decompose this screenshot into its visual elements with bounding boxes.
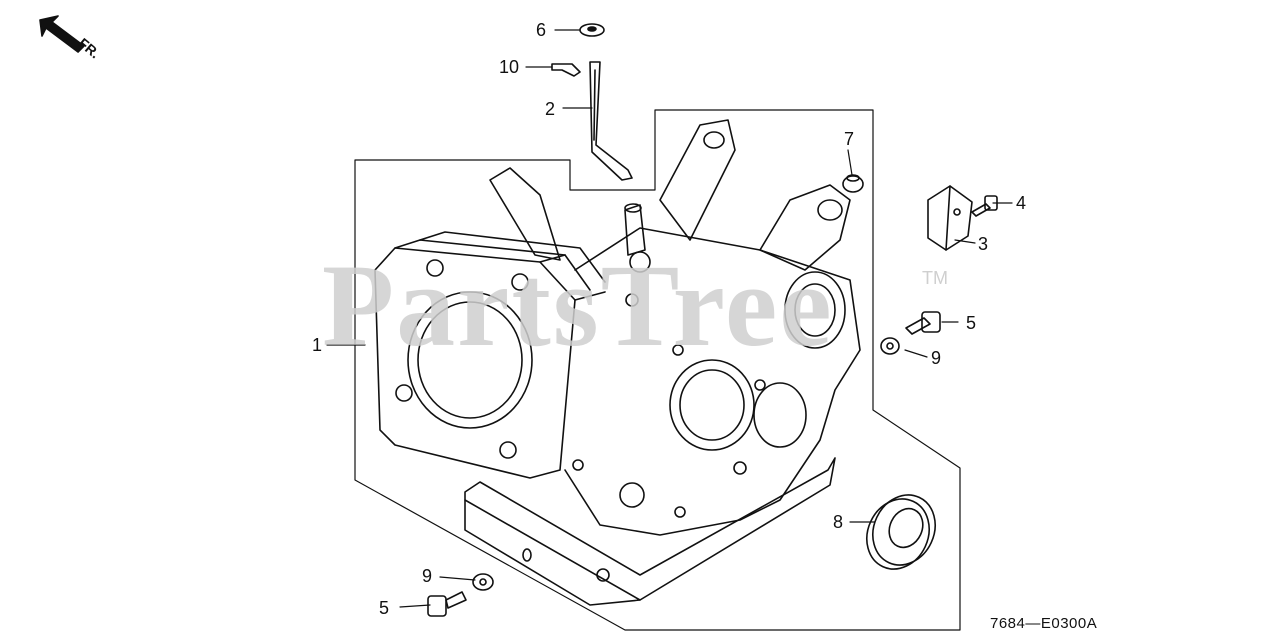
callout-4[interactable]: 4 (1016, 193, 1027, 213)
watermark-trademark: TM (922, 268, 948, 288)
part-5-bolt-upper (905, 311, 941, 335)
part-6-nut (579, 23, 605, 37)
callout-1[interactable]: 1 (312, 335, 323, 355)
part-7-plug (842, 174, 864, 193)
callout-5-lower[interactable]: 5 (379, 598, 390, 618)
part-3-bracket (927, 185, 973, 251)
drawing-code: 7684—E0300A (990, 615, 1098, 632)
part-2-rod (589, 61, 633, 181)
callout-2[interactable]: 2 (545, 99, 556, 119)
callout-3[interactable]: 3 (978, 234, 989, 254)
part-4-bolt (971, 195, 998, 217)
leader-lines (326, 29, 1013, 608)
callout-8[interactable]: 8 (833, 512, 844, 532)
callout-9-upper[interactable]: 9 (931, 348, 942, 368)
callout-7[interactable]: 7 (844, 129, 855, 149)
part-9-washer-upper (880, 337, 900, 355)
part-8-oil-seal (866, 494, 936, 570)
callout-5-upper[interactable]: 5 (966, 313, 977, 333)
part-1-crankcase (374, 119, 861, 606)
front-direction-arrow-icon (39, 15, 85, 53)
callout-10[interactable]: 10 (499, 57, 520, 77)
assembly-bracket-line (354, 109, 961, 631)
callout-9-lower[interactable]: 9 (422, 566, 433, 586)
part-9-washer-lower (472, 573, 494, 591)
callout-6[interactable]: 6 (536, 20, 547, 40)
part-10-clip (551, 63, 581, 77)
part-5-bolt-lower (427, 591, 467, 617)
